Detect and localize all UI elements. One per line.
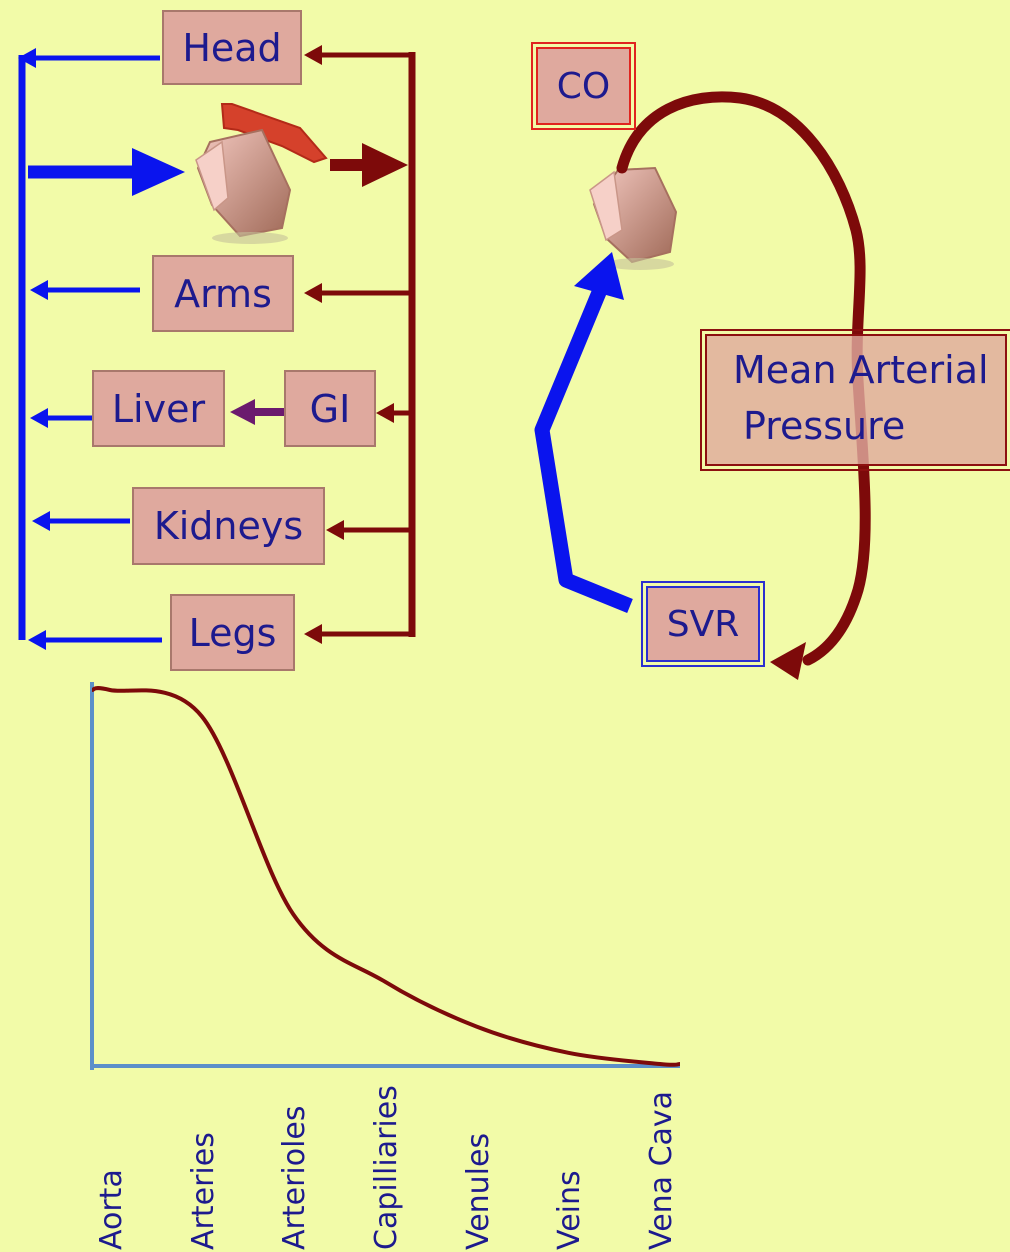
x-tick-label: Arterioles	[277, 1105, 312, 1250]
kidneys-box: Kidneys	[132, 487, 325, 565]
arms-label: Arms	[174, 275, 272, 313]
map-label-line1: Mean Arterial	[733, 342, 1005, 398]
kidneys-label: Kidneys	[154, 507, 303, 545]
legs-box: Legs	[170, 594, 295, 671]
liver-box: Liver	[92, 370, 225, 447]
mean-arterial-pressure-box: Mean Arterial Pressure	[705, 334, 1007, 466]
heart-icon	[196, 104, 326, 244]
head-box: Head	[162, 10, 302, 85]
x-tick-label: Veins	[552, 1170, 587, 1250]
gi-box: GI	[284, 370, 376, 447]
pressure-chart	[92, 682, 680, 1070]
arms-box: Arms	[152, 255, 294, 332]
co-label: CO	[557, 66, 610, 107]
heart-icon	[590, 168, 676, 270]
portal-vein-arrow	[230, 399, 286, 425]
x-tick-label: Capilliaries	[369, 1085, 404, 1250]
pressure-series-line	[92, 688, 680, 1065]
svr-label: SVR	[667, 604, 740, 645]
svr-box: SVR	[646, 586, 760, 662]
x-tick-label: Venules	[461, 1133, 496, 1250]
legs-label: Legs	[189, 614, 277, 652]
x-tick-label: Vena Cava	[644, 1091, 679, 1250]
svr-to-co-arrow	[542, 252, 630, 606]
gi-label: GI	[310, 390, 351, 428]
x-tick-label: Aorta	[94, 1169, 129, 1250]
map-label-line2: Pressure	[733, 398, 1005, 454]
cardiac-output-box: CO	[536, 47, 631, 125]
head-label: Head	[182, 29, 281, 67]
x-tick-label: Arteries	[186, 1132, 221, 1250]
liver-label: Liver	[112, 390, 205, 428]
